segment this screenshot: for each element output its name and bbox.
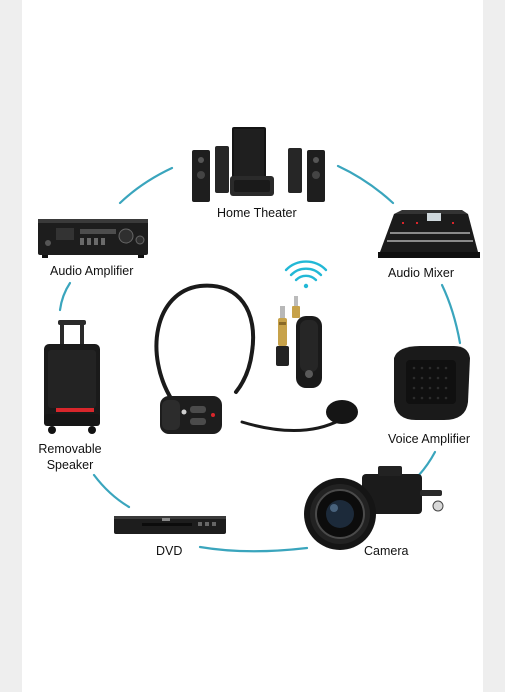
label-home-theater: Home Theater (217, 206, 297, 220)
label-voice-amplifier: Voice Amplifier (388, 432, 470, 446)
voice-amplifier-icon (394, 346, 470, 420)
wireless-receiver-icon (276, 296, 322, 388)
audio-amplifier-icon (38, 219, 148, 258)
connector-arcs (58, 164, 462, 553)
audio-mixer-icon (378, 210, 480, 258)
label-audio-amplifier: Audio Amplifier (50, 264, 134, 278)
connector-voiceamp-camera (417, 450, 437, 477)
home-theater-icon (192, 127, 325, 202)
headset-microphone-icon (154, 283, 358, 434)
camera-icon (304, 466, 444, 550)
trolley-speaker-icon (44, 320, 100, 434)
connector-theater-amplifier (118, 166, 174, 205)
wifi-signal-icon (284, 260, 328, 289)
dvd-player-icon (114, 516, 226, 534)
connector-theater-mixer (336, 164, 395, 205)
connector-dvd-camera (198, 545, 309, 553)
connector-speaker-dvd (92, 473, 131, 509)
label-removable-speaker-line1: Removable (38, 442, 102, 456)
diagram-graphics (38, 127, 480, 553)
label-dvd: DVD (156, 544, 183, 558)
label-removable-speaker-line2: Speaker (46, 458, 94, 472)
diagram-canvas: Home Theater Audio Mixer Audio Amplifier… (22, 0, 483, 692)
label-audio-mixer: Audio Mixer (388, 266, 454, 280)
connector-mixer-voiceamp (440, 283, 462, 345)
label-removable-speaker: Removable Speaker (34, 441, 106, 473)
connector-amplifier-speaker (58, 281, 72, 312)
label-camera: Camera (364, 544, 409, 558)
